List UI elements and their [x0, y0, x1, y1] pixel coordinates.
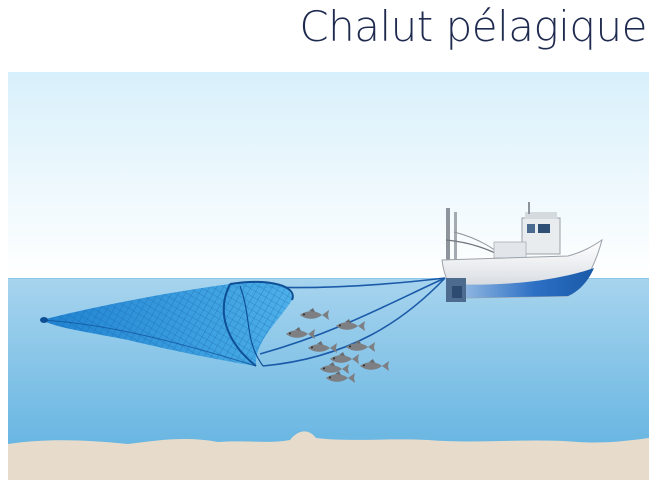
page-title: Chalut pélagique	[299, 2, 647, 51]
seabed	[8, 431, 649, 480]
trawler-boat-icon	[441, 202, 603, 302]
trawl-net	[40, 281, 294, 367]
pelagic-trawl-illustration	[8, 72, 649, 480]
